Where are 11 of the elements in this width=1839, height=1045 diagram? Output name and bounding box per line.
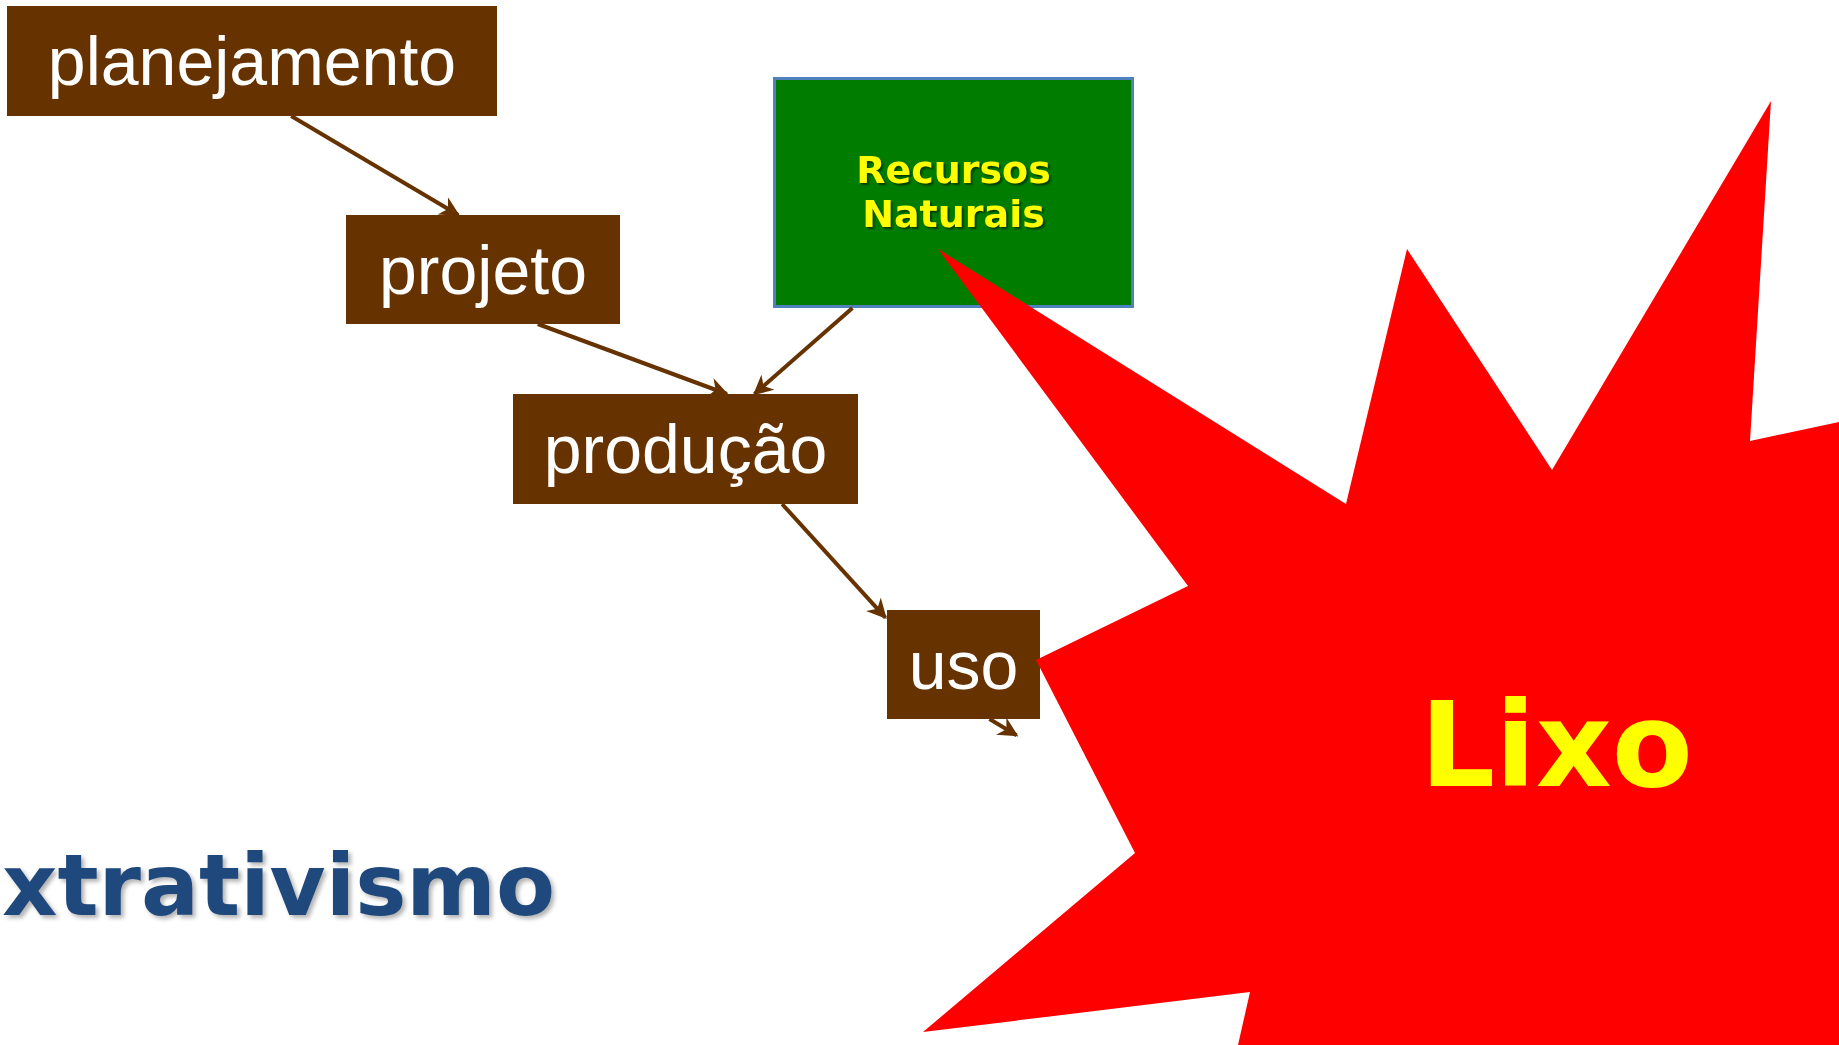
resource-box: Recursos Naturais [773,77,1134,308]
arrow [753,306,854,396]
arrow [290,114,461,217]
title-text: xtrativismo [2,835,556,935]
arrow [780,502,887,620]
process-box: uso [887,610,1040,719]
process-box: produção [513,394,858,504]
arrow [988,717,1019,738]
process-box: planejamento [7,6,497,116]
process-box: projeto [346,215,620,324]
node-text: Lixo [1420,676,1693,814]
